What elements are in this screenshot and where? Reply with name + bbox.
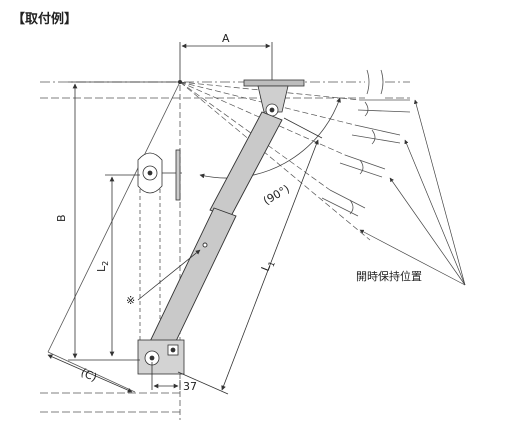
top-bracket [243,79,305,117]
label-B: B [55,214,68,222]
door-outlines [47,81,411,393]
label-L1: L1 [259,258,277,274]
label-L1-main: L [259,262,274,273]
label-L2-main: L [95,265,108,272]
reference-lines [40,69,410,420]
label-A: A [222,32,230,45]
label-angle: (90°) [261,182,292,207]
dimension-lines [47,42,323,395]
labels: A B L2 L1 (90°) (C) 37 ※ 開時保持位置 [55,32,422,393]
label-hold-position: 開時保持位置 [356,269,422,283]
label-note-mark: ※ [126,294,135,307]
label-L1-sub: 1 [267,260,277,268]
bottom-bracket [137,339,185,375]
side-bracket [137,149,182,201]
label-L2: L2 [95,261,110,272]
gas-spring [143,111,283,363]
label-L2-sub: 2 [101,261,110,266]
section-title: 【取付例】 [12,12,78,27]
hold-position-leaders [359,99,466,286]
pivot-point [178,80,182,84]
label-C: (C) [79,366,99,384]
label-37: 37 [183,380,197,393]
